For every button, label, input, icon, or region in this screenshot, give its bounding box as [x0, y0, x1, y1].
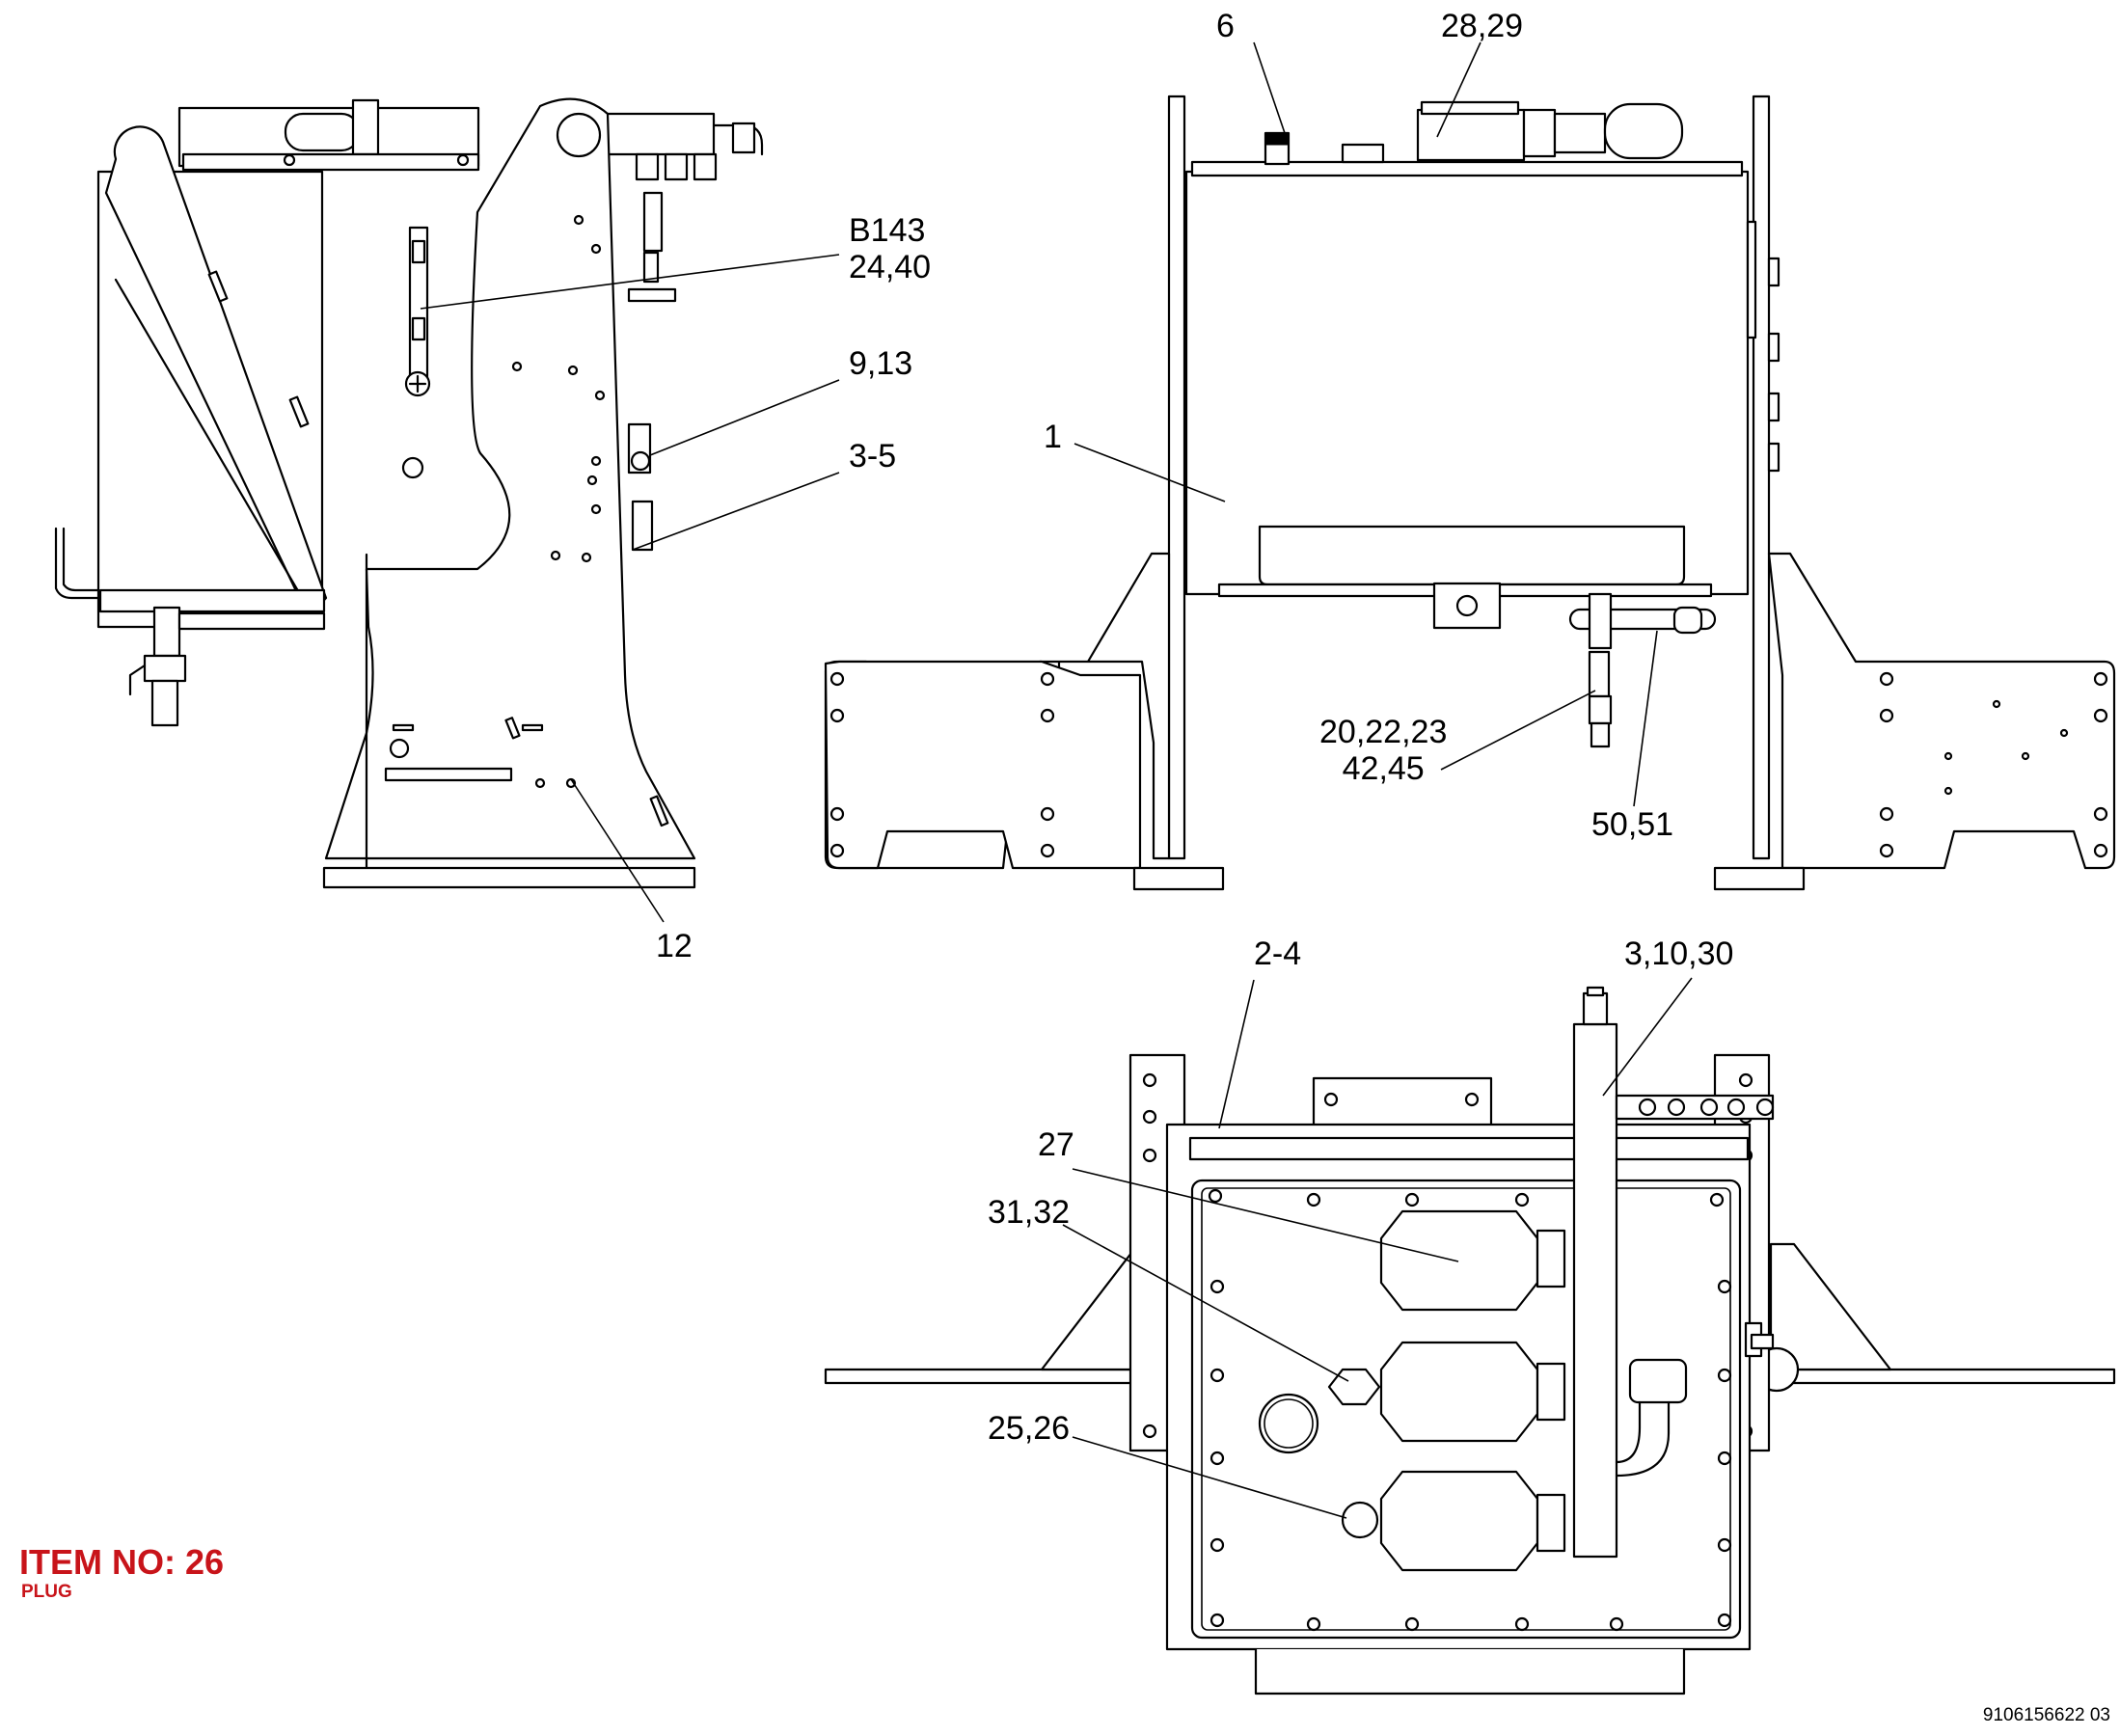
- callout-50-51: 50,51: [1591, 806, 1674, 843]
- item-number-title: ITEM NO: 26: [19, 1542, 225, 1582]
- callout-31-32: 31,32: [988, 1194, 1071, 1231]
- callout-1: 1: [1044, 419, 1062, 455]
- callout-20-22-23-42-45: 20,22,23 42,45: [1319, 714, 1448, 787]
- callout-2-4: 2-4: [1254, 936, 1302, 972]
- front-view: [824, 95, 2116, 891]
- callout-12: 12: [656, 928, 693, 964]
- callout-28-29: 28,29: [1441, 8, 1524, 44]
- callout-25-26: 25,26: [988, 1410, 1071, 1447]
- item-description: PLUG: [21, 1582, 72, 1602]
- callout-3-10-30: 3,10,30: [1624, 936, 1734, 972]
- top-view: [824, 986, 2116, 1695]
- callout-9-13: 9,13: [849, 345, 913, 382]
- callout-27: 27: [1038, 1126, 1074, 1163]
- leader-lines: [420, 41, 1693, 1519]
- callout-b143-24-40: B143 24,40: [849, 212, 932, 285]
- side-view: [54, 97, 764, 889]
- callout-6: 6: [1216, 8, 1235, 44]
- drawing-number: 9106156622 03: [1982, 1705, 2110, 1725]
- callout-3-5: 3-5: [849, 438, 897, 475]
